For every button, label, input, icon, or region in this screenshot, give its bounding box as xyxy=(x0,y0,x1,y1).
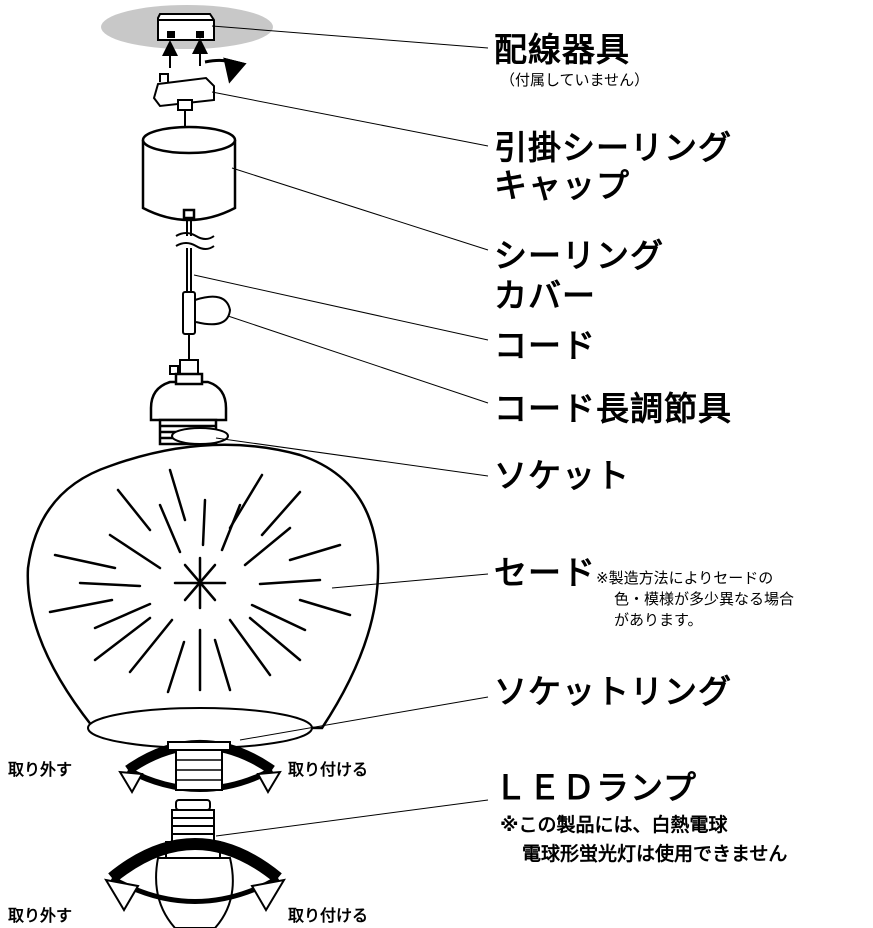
leader-lines xyxy=(193,25,489,837)
ceiling-cover-part xyxy=(141,125,237,222)
label-wiring-device: 配線器具 xyxy=(494,30,630,69)
label-socket-ring: ソケットリング xyxy=(494,672,732,711)
label-wiring-device-note: （付属していません） xyxy=(500,71,650,89)
label-socket: ソケット xyxy=(494,456,630,495)
label-cord-adjuster: コード長調節具 xyxy=(494,389,732,428)
action-remove-socket-ring: 取り外す xyxy=(8,760,73,779)
label-ceiling-cover-1: シーリング xyxy=(494,236,664,275)
cord-adjuster-part xyxy=(169,291,232,375)
action-remove-lamp: 取り外す xyxy=(8,906,73,925)
hook-ceiling-cap-part xyxy=(152,73,215,111)
led-note-line-2: 電球形蛍光灯は使用できません xyxy=(522,843,788,865)
shade-note-line-1: ※製造方法によりセードの xyxy=(596,569,774,587)
led-lamp-part xyxy=(155,799,234,928)
led-note-line-1: ※この製品には、白熱電球 xyxy=(500,814,728,836)
shade-note-line-2: 色・模様が多少異なる場合 xyxy=(614,590,795,608)
label-hook-ceiling-1: 引掛シーリング xyxy=(494,128,732,167)
shade-note-line-3: があります。 xyxy=(614,611,703,629)
shade-part xyxy=(26,427,380,749)
label-shade: セード xyxy=(494,553,596,592)
socket-ring-part xyxy=(118,740,282,794)
shade-pattern xyxy=(48,468,352,694)
cord-part xyxy=(175,218,215,292)
lamp-rotation-arrows xyxy=(103,838,287,912)
label-led-lamp: ＬＥＤランプ xyxy=(494,768,698,807)
label-cord: コード xyxy=(494,326,596,365)
action-attach-socket-ring: 取り付ける xyxy=(288,760,369,779)
label-ceiling-cover-2: カバー xyxy=(494,276,596,315)
wiring-device-part xyxy=(157,13,215,41)
label-hook-ceiling-2: キャップ xyxy=(494,166,630,205)
action-attach-lamp: 取り付ける xyxy=(288,906,369,925)
